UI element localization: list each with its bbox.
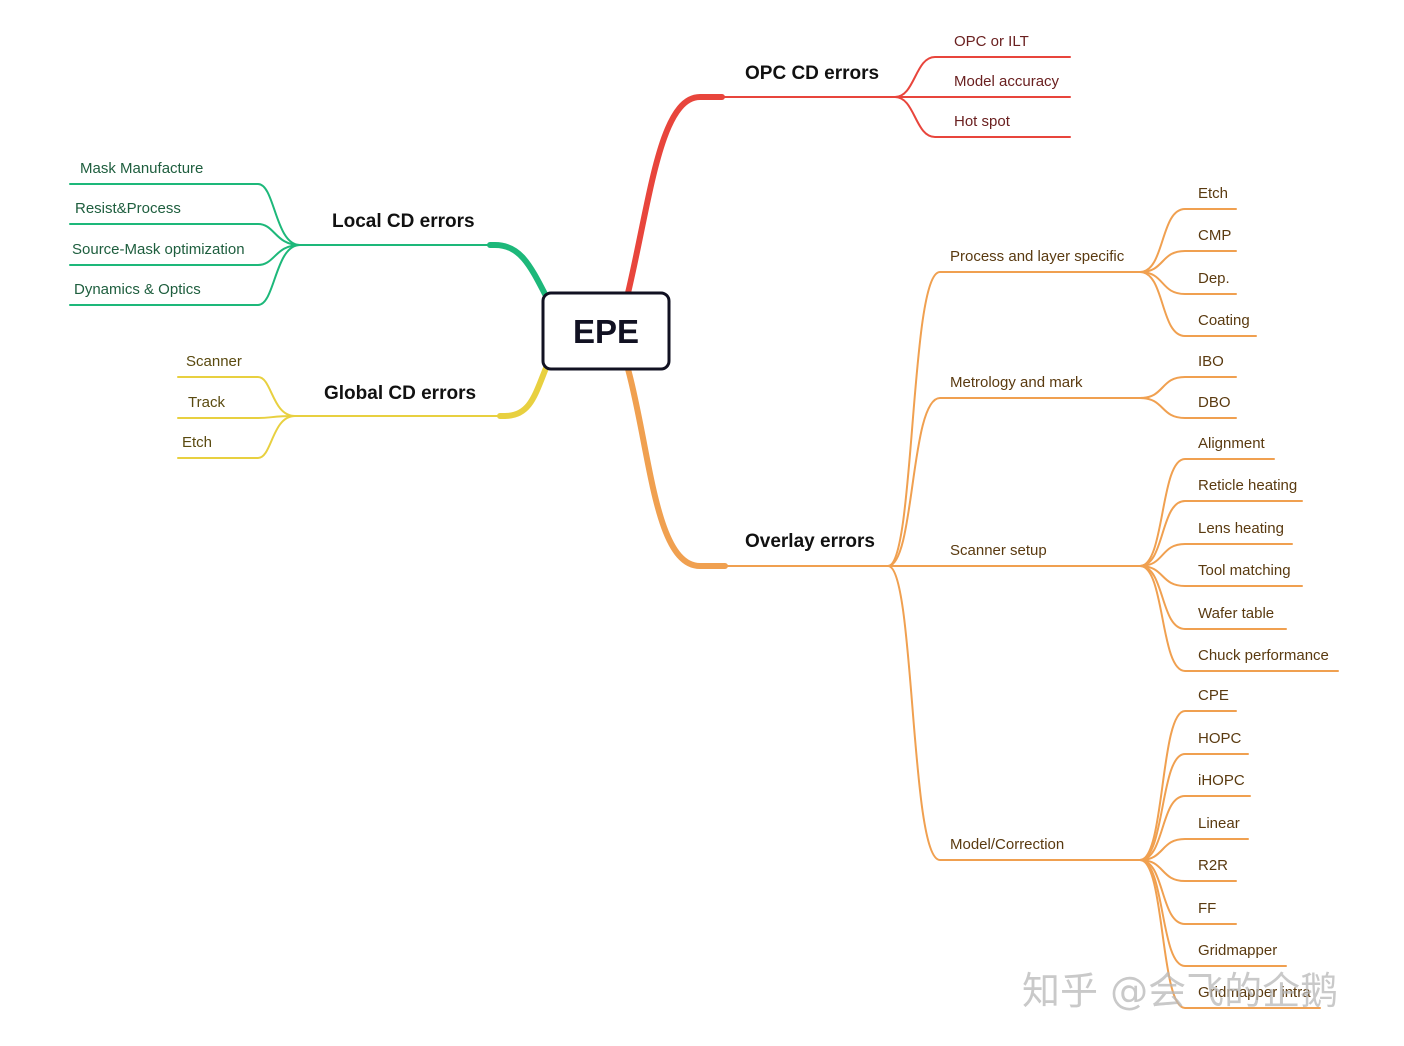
overlay-leaf-dbo[interactable]: DBO (1198, 394, 1231, 411)
overlay-leaf-ihopc[interactable]: iHOPC (1198, 772, 1245, 789)
overlay-leaf-link (1139, 271, 1257, 337)
overlay-leaf-link (1139, 753, 1249, 861)
overlay-leaf-ff[interactable]: FF (1198, 900, 1216, 917)
trunk-local-link (487, 242, 549, 299)
opc-leaf-link (894, 56, 1071, 98)
overlay-leaf-hopc[interactable]: HOPC (1198, 730, 1242, 747)
global-leaf-etch[interactable]: Etch (182, 434, 212, 451)
overlay-group-scanner-setup[interactable]: Scanner setup (950, 542, 1047, 559)
trunk-overlay-link (625, 366, 728, 569)
overlay-group-link (887, 397, 1141, 567)
watermark: 知乎 @会飞的企鹅 (1022, 969, 1338, 1013)
overlay-leaf-ibo[interactable]: IBO (1198, 353, 1224, 370)
opc-leaf-hot-spot[interactable]: Hot spot (954, 113, 1011, 130)
root-node[interactable]: EPE (541, 291, 671, 371)
overlay-leaf-cpe[interactable]: CPE (1198, 687, 1229, 704)
overlay-leaf-link (1139, 250, 1237, 273)
local-leaf-resist-process[interactable]: Resist&Process (75, 200, 181, 217)
overlay-leaf-cmp[interactable]: CMP (1198, 227, 1231, 244)
trunk-global-link (497, 365, 549, 419)
global-leaf-scanner[interactable]: Scanner (186, 353, 242, 370)
overlay-leaf-link (1139, 397, 1237, 419)
branch-local-label[interactable]: Local CD errors (332, 211, 475, 232)
overlay-leaf-link (1139, 859, 1321, 1009)
overlay-leaf-gridmapper[interactable]: Gridmapper (1198, 942, 1277, 959)
local-leaf-mask-manufacture[interactable]: Mask Manufacture (80, 160, 203, 177)
global-leaf-link (177, 415, 296, 459)
root-node-label: EPE (573, 313, 639, 350)
overlay-group-link (887, 271, 1141, 567)
overlay-group-link (887, 565, 1141, 861)
overlay-leaf-link (1139, 838, 1249, 861)
overlay-leaf-link (1139, 543, 1293, 567)
root-node-box (541, 291, 671, 371)
mindmap-links (69, 56, 1339, 1009)
overlay-leaf-link (1139, 500, 1303, 567)
overlay-group-process-and-layer-specific[interactable]: Process and layer specific (950, 248, 1125, 265)
overlay-leaf-tool-matching[interactable]: Tool matching (1198, 562, 1291, 579)
overlay-leaf-coating[interactable]: Coating (1198, 312, 1250, 329)
opc-leaf-model-accuracy[interactable]: Model accuracy (954, 73, 1060, 90)
branch-overlay-label[interactable]: Overlay errors (745, 531, 875, 552)
overlay-leaf-link (1139, 859, 1237, 882)
opc-leaf-opc-or-ilt[interactable]: OPC or ILT (954, 33, 1029, 50)
overlay-leaf-link (1139, 565, 1303, 587)
local-leaf-link (69, 183, 301, 246)
overlay-leaf-reticle-heating[interactable]: Reticle heating (1198, 477, 1297, 494)
trunk-opc-link (625, 94, 725, 296)
branch-global-label[interactable]: Global CD errors (324, 383, 476, 404)
overlay-leaf-link (1139, 710, 1237, 861)
overlay-leaf-linear[interactable]: Linear (1198, 815, 1240, 832)
global-leaf-link (177, 415, 296, 419)
overlay-leaf-dep[interactable]: Dep. (1198, 270, 1230, 287)
overlay-leaf-link (1139, 376, 1237, 399)
local-leaf-source-mask-optimization[interactable]: Source-Mask optimization (72, 241, 245, 258)
local-leaf-link (69, 244, 301, 306)
overlay-leaf-link (1139, 458, 1275, 567)
overlay-leaf-etch[interactable]: Etch (1198, 185, 1228, 202)
overlay-leaf-r2r[interactable]: R2R (1198, 857, 1228, 874)
branch-opc-label[interactable]: OPC CD errors (745, 63, 879, 84)
local-leaf-link (69, 223, 301, 246)
overlay-leaf-wafer-table[interactable]: Wafer table (1198, 605, 1274, 622)
overlay-group-metrology-and-mark[interactable]: Metrology and mark (950, 374, 1083, 391)
global-leaf-link (177, 376, 296, 417)
local-leaf-dynamics-optics[interactable]: Dynamics & Optics (74, 281, 201, 298)
overlay-leaf-link (1139, 208, 1237, 273)
overlay-group-model-correction[interactable]: Model/Correction (950, 836, 1064, 853)
overlay-leaf-alignment[interactable]: Alignment (1198, 435, 1266, 452)
opc-leaf-link (894, 96, 1071, 138)
global-leaf-track[interactable]: Track (188, 394, 225, 411)
overlay-leaf-link (1139, 271, 1237, 295)
overlay-leaf-link (1139, 795, 1251, 861)
overlay-leaf-lens-heating[interactable]: Lens heating (1198, 520, 1284, 537)
overlay-leaf-link (1139, 565, 1339, 672)
overlay-leaf-chuck-performance[interactable]: Chuck performance (1198, 647, 1329, 664)
overlay-leaf-gridmapper-intra[interactable]: Gridmapper intra (1198, 984, 1311, 1001)
